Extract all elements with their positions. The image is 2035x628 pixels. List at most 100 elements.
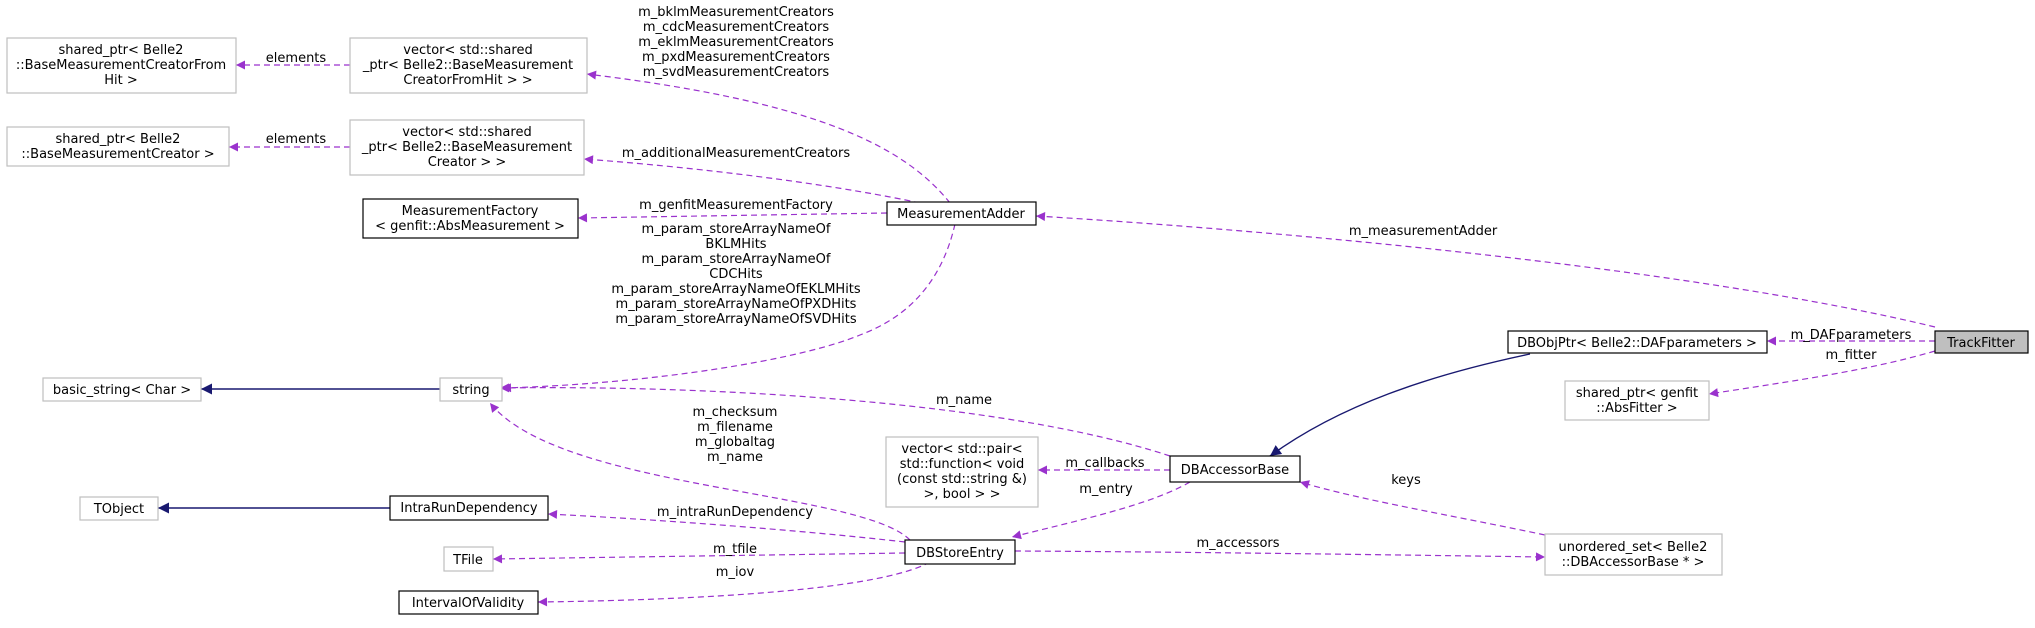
node-dbaccessorbase[interactable]: DBAccessorBase xyxy=(1169,455,1301,483)
text-line: m_additionalMeasurementCreators xyxy=(622,146,850,161)
svg-text:vector< std::shared_ptr< Belle: vector< std::shared_ptr< Belle2::BaseMea… xyxy=(362,43,573,88)
text-line: ::AbsFitter > xyxy=(1596,401,1677,416)
text-line: m_param_storeArrayNameOf xyxy=(642,222,831,237)
text-line: m_globaltag xyxy=(695,435,775,450)
text-line: m_name xyxy=(707,450,763,465)
edge-m-name xyxy=(499,383,1171,457)
text-line: elements xyxy=(266,132,327,147)
edge-store-array-names xyxy=(501,223,956,393)
node-shared-ptr-bmcfh[interactable]: shared_ptr< Belle2::BaseMeasurementCreat… xyxy=(6,37,237,94)
text-line: m_measurementAdder xyxy=(1349,224,1498,239)
text-line: m_param_storeArrayNameOfPXDHits xyxy=(616,297,857,312)
text-line: m_callbacks xyxy=(1065,456,1144,471)
node-track-fitter[interactable]: TrackFitter xyxy=(1934,330,2029,354)
text-line: vector< std::shared xyxy=(402,125,531,140)
edge-genfit-measurement-factory xyxy=(577,212,888,223)
edge-dbstoreentry-strings xyxy=(489,402,911,541)
text-line: keys xyxy=(1391,473,1421,488)
svg-text:TObject: TObject xyxy=(93,502,144,517)
label-m-daf-parameters: m_DAFparameters xyxy=(1791,328,1912,343)
text-line: CreatorFromHit > > xyxy=(403,73,532,88)
nodes: TrackFitter DBObjPtr< Belle2::DAFparamet… xyxy=(6,37,2029,615)
node-intrarundependency[interactable]: IntraRunDependency xyxy=(389,495,549,521)
svg-text:shared_ptr< genfit::AbsFitter: shared_ptr< genfit::AbsFitter > xyxy=(1576,386,1698,416)
text-line: (const std::string &) xyxy=(897,472,1027,487)
text-line: m_iov xyxy=(716,565,755,580)
svg-text:unordered_set< Belle2::DBAcces: unordered_set< Belle2::DBAccessorBase * … xyxy=(1559,540,1708,570)
node-measurement-factory[interactable]: MeasurementFactory< genfit::AbsMeasureme… xyxy=(362,198,579,239)
node-dbstoreentry[interactable]: DBStoreEntry xyxy=(904,539,1016,565)
text-line: TFile xyxy=(452,553,483,568)
label-keys: keys xyxy=(1391,473,1421,488)
text-line: std::function< void xyxy=(900,457,1025,472)
label-m-iov: m_iov xyxy=(716,565,755,580)
text-line: shared_ptr< genfit xyxy=(1576,386,1698,401)
text-line: MeasurementAdder xyxy=(897,207,1025,222)
svg-text:DBAccessorBase: DBAccessorBase xyxy=(1181,463,1289,478)
svg-text:IntraRunDependency: IntraRunDependency xyxy=(400,501,538,516)
edge-measurement-creators xyxy=(586,70,951,204)
edge-measurement-adder xyxy=(1035,212,1936,328)
text-line: vector< std::pair< xyxy=(901,442,1022,457)
node-string[interactable]: string xyxy=(439,377,503,402)
node-vector-bmc[interactable]: vector< std::shared_ptr< Belle2::BaseMea… xyxy=(349,119,585,176)
text-line: m_filename xyxy=(697,420,773,435)
svg-text:string: string xyxy=(452,383,489,398)
text-line: m_intraRunDependency xyxy=(657,505,813,520)
node-tfile[interactable]: TFile xyxy=(443,546,494,572)
node-vector-pair[interactable]: vector< std::pair<std::function< void(co… xyxy=(885,436,1039,508)
label-m-entry: m_entry xyxy=(1079,482,1133,497)
text-line: unordered_set< Belle2 xyxy=(1559,540,1708,555)
text-line: DBStoreEntry xyxy=(916,546,1004,561)
edge-m-entry xyxy=(1011,481,1191,540)
node-tobject[interactable]: TObject xyxy=(79,496,159,521)
label-m-accessors: m_accessors xyxy=(1196,536,1279,551)
label-m-tfile: m_tfile xyxy=(713,542,757,557)
text-line: m_tfile xyxy=(713,542,757,557)
svg-text:DBStoreEntry: DBStoreEntry xyxy=(916,546,1004,561)
svg-text:vector< std::shared_ptr< Belle: vector< std::shared_ptr< Belle2::BaseMea… xyxy=(361,125,572,170)
svg-text:shared_ptr< Belle2::BaseMeasur: shared_ptr< Belle2::BaseMeasurementCreat… xyxy=(16,43,226,88)
edge-fitter xyxy=(1708,350,1936,398)
text-line: m_genfitMeasurementFactory xyxy=(639,198,833,213)
node-intervalofvalidity[interactable]: IntervalOfValidity xyxy=(398,590,539,615)
text-line: m_accessors xyxy=(1196,536,1279,551)
node-shared-ptr-absfitter[interactable]: shared_ptr< genfit::AbsFitter > xyxy=(1564,380,1710,421)
text-line: vector< std::shared xyxy=(403,43,532,58)
edge-additional-measurement-creators xyxy=(583,155,921,204)
text-line: m_entry xyxy=(1079,482,1133,497)
text-line: ::BaseMeasurementCreator > xyxy=(21,147,214,162)
node-dbobjptr[interactable]: DBObjPtr< Belle2::DAFparameters > xyxy=(1507,330,1768,354)
label-genfit-measurement-factory: m_genfitMeasurementFactory xyxy=(639,198,833,213)
node-vector-bmcfh[interactable]: vector< std::shared_ptr< Belle2::BaseMea… xyxy=(349,37,588,94)
text-line: elements xyxy=(266,51,327,66)
svg-text:MeasurementFactory< genfit::Ab: MeasurementFactory< genfit::AbsMeasureme… xyxy=(375,204,565,234)
text-line: < genfit::AbsMeasurement > xyxy=(375,219,565,234)
text-line: m_name xyxy=(936,393,992,408)
text-line: TrackFitter xyxy=(1946,336,2015,351)
text-line: m_pxdMeasurementCreators xyxy=(642,50,830,65)
label-elements-bmc: elements xyxy=(266,132,327,147)
node-measurement-adder[interactable]: MeasurementAdder xyxy=(886,201,1037,226)
text-line: shared_ptr< Belle2 xyxy=(56,132,181,147)
svg-text:basic_string< Char >: basic_string< Char > xyxy=(53,383,191,398)
text-line: m_param_storeArrayNameOfEKLMHits xyxy=(611,282,861,297)
node-shared-ptr-bmc[interactable]: shared_ptr< Belle2::BaseMeasurementCreat… xyxy=(6,126,230,167)
label-m-callbacks: m_callbacks xyxy=(1065,456,1144,471)
node-unordered-set[interactable]: unordered_set< Belle2::DBAccessorBase * … xyxy=(1544,533,1723,576)
text-line: m_fitter xyxy=(1826,348,1878,363)
label-additional-measurement-creators: m_additionalMeasurementCreators xyxy=(622,146,850,161)
label-m-measurement-adder: m_measurementAdder xyxy=(1349,224,1498,239)
text-line: MeasurementFactory xyxy=(402,204,539,219)
node-basic-string[interactable]: basic_string< Char > xyxy=(42,377,202,402)
text-line: Hit > xyxy=(104,73,138,88)
text-line: _ptr< Belle2::BaseMeasurement xyxy=(362,58,573,73)
text-line: basic_string< Char > xyxy=(53,383,191,398)
text-line: m_eklmMeasurementCreators xyxy=(638,35,834,50)
text-line: TObject xyxy=(93,502,144,517)
edges xyxy=(158,60,1936,607)
